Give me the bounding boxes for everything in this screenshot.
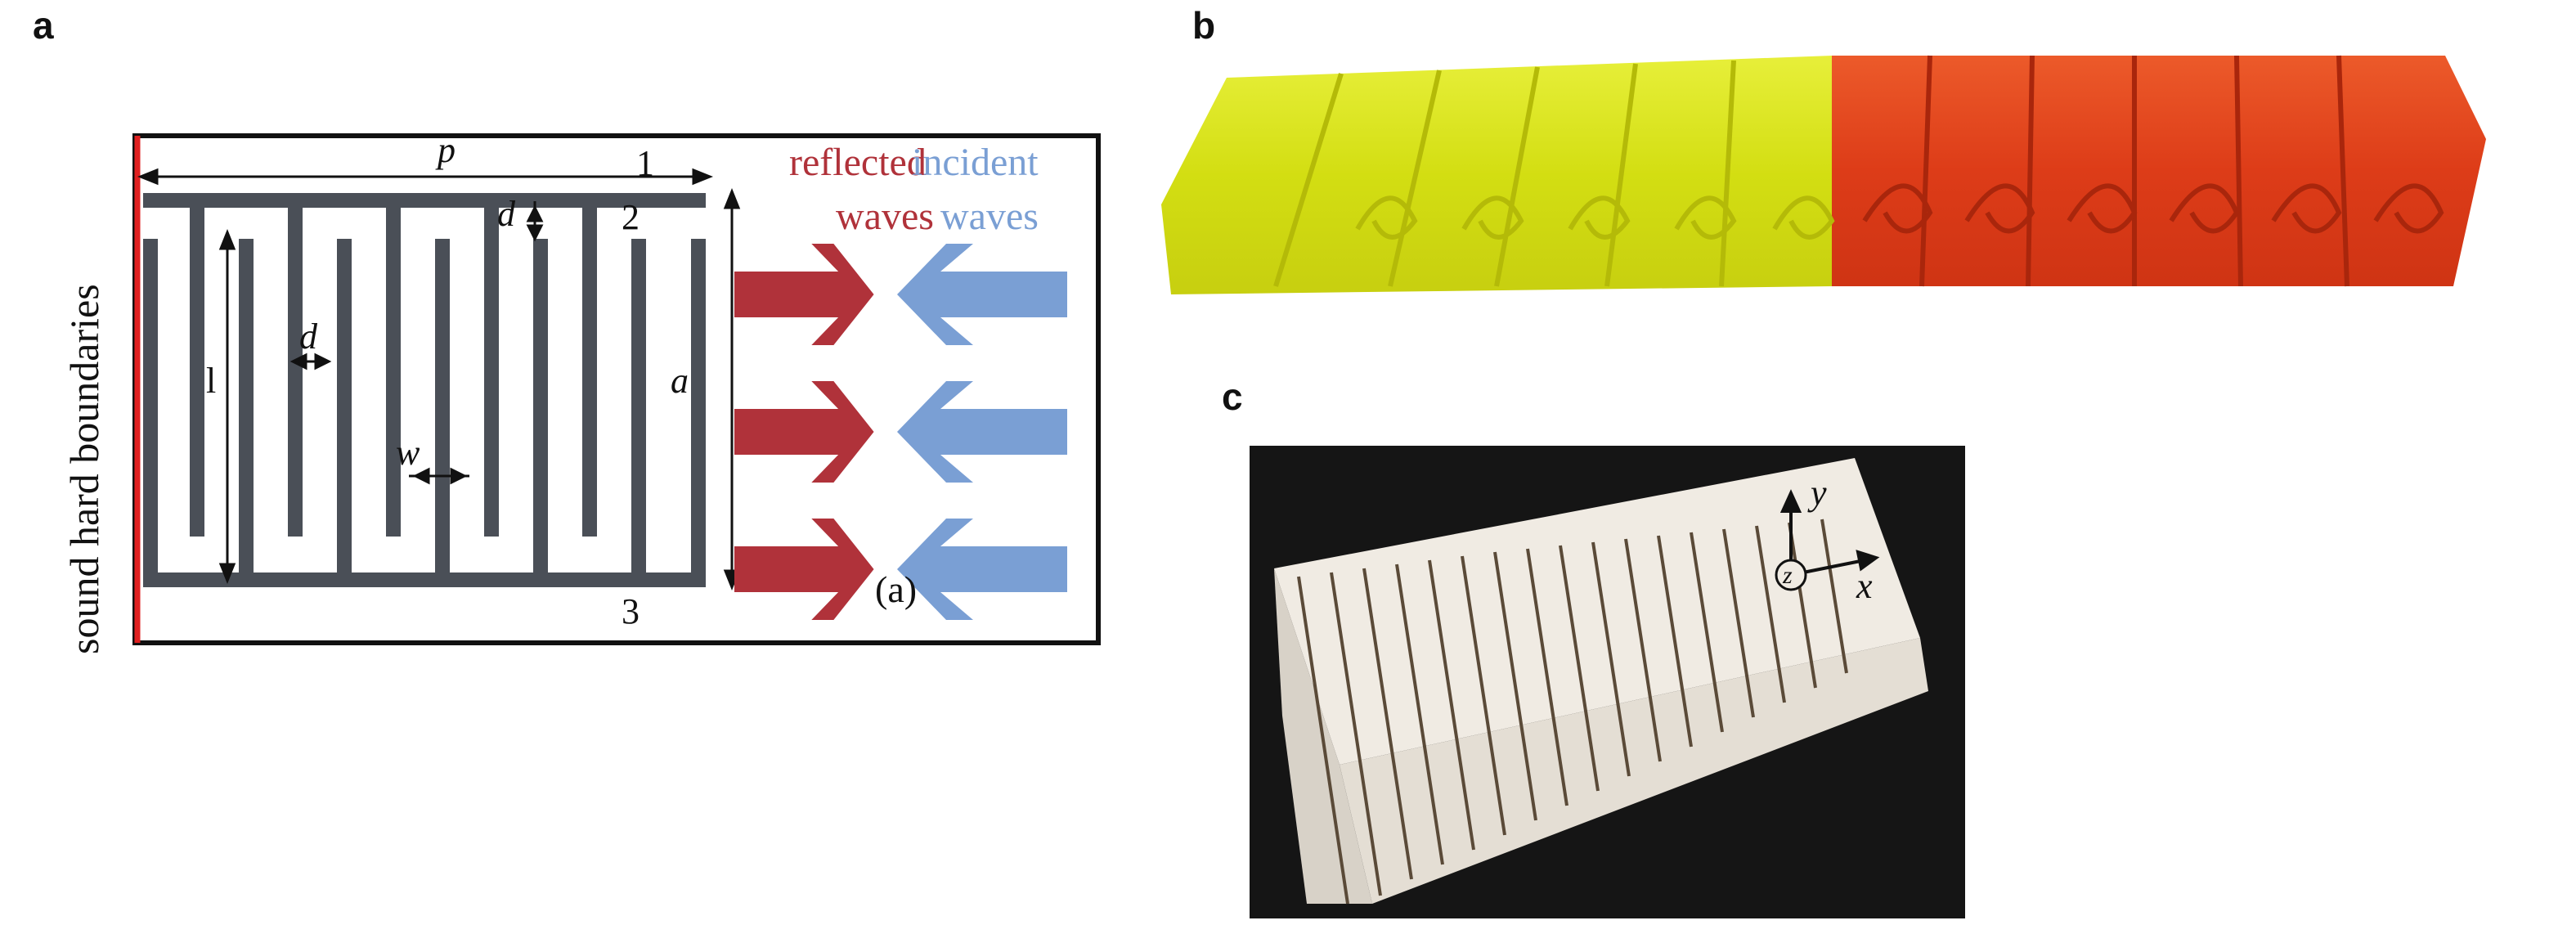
block-side-face xyxy=(1340,638,1928,904)
bottom-fin xyxy=(631,239,646,587)
reflected-label-line1: reflected xyxy=(789,141,927,184)
reflected-arrows xyxy=(734,244,874,620)
top-fin xyxy=(386,193,401,537)
subfigure-label: (a) xyxy=(875,568,917,610)
incident-label-line1: incident xyxy=(912,141,1039,184)
top-fin xyxy=(288,193,303,537)
dim-label-w: w xyxy=(396,433,420,473)
bottom-fin xyxy=(435,239,450,587)
axis-label-x: x xyxy=(1856,566,1873,606)
reflected-arrow xyxy=(734,244,874,345)
reflected-label-line2: waves xyxy=(836,195,934,238)
incident-arrows xyxy=(897,244,1067,620)
dim-label-l: l xyxy=(206,361,216,401)
incident-arrow xyxy=(897,519,1067,620)
dim-label-p: p xyxy=(435,130,456,170)
right-wall xyxy=(691,239,706,587)
bottom-bar xyxy=(143,573,706,587)
slot-fins xyxy=(1297,519,1848,905)
reflected-arrow xyxy=(734,519,874,620)
z-axis-circle xyxy=(1775,559,1807,591)
panel-b-photo xyxy=(1161,55,2486,294)
top-fin xyxy=(582,193,597,537)
yellow-cells xyxy=(1273,60,1835,287)
axis-label-y: y xyxy=(1807,473,1827,513)
top-fin xyxy=(190,193,204,537)
dim-label-d-top: d xyxy=(497,194,516,234)
point-label-3: 3 xyxy=(622,591,640,631)
point-label-1: 1 xyxy=(636,143,654,183)
bottom-fin xyxy=(337,239,352,587)
dim-label-a: a xyxy=(671,361,689,401)
left-wall xyxy=(143,239,158,587)
incident-arrow xyxy=(897,244,1067,345)
dimension-lines xyxy=(137,168,741,591)
panel-c-photo: y z x xyxy=(1250,446,1965,918)
bottom-fin xyxy=(533,239,548,587)
panel-letter-c: c xyxy=(1222,375,1243,418)
sound-hard-boundaries-label: sound hard boundaries xyxy=(61,284,107,654)
panel-a-diagram: p d d l w a 1 2 3 reflected waves incide… xyxy=(132,130,1101,645)
point-label-2: 2 xyxy=(622,197,640,237)
panel-letter-a: a xyxy=(33,4,54,47)
panel-letter-b: b xyxy=(1192,4,1216,47)
dim-label-d-mid: d xyxy=(299,317,318,357)
axis-indicator xyxy=(1775,489,1880,591)
reflected-arrow xyxy=(734,381,874,483)
labyrinth-structure xyxy=(143,193,706,587)
bottom-fin xyxy=(239,239,254,587)
top-bar xyxy=(143,193,706,208)
top-fin xyxy=(484,193,499,537)
incident-label-line2: waves xyxy=(940,195,1039,238)
red-cells xyxy=(1862,55,2444,287)
incident-arrow xyxy=(897,381,1067,483)
axis-label-z: z xyxy=(1782,562,1793,589)
